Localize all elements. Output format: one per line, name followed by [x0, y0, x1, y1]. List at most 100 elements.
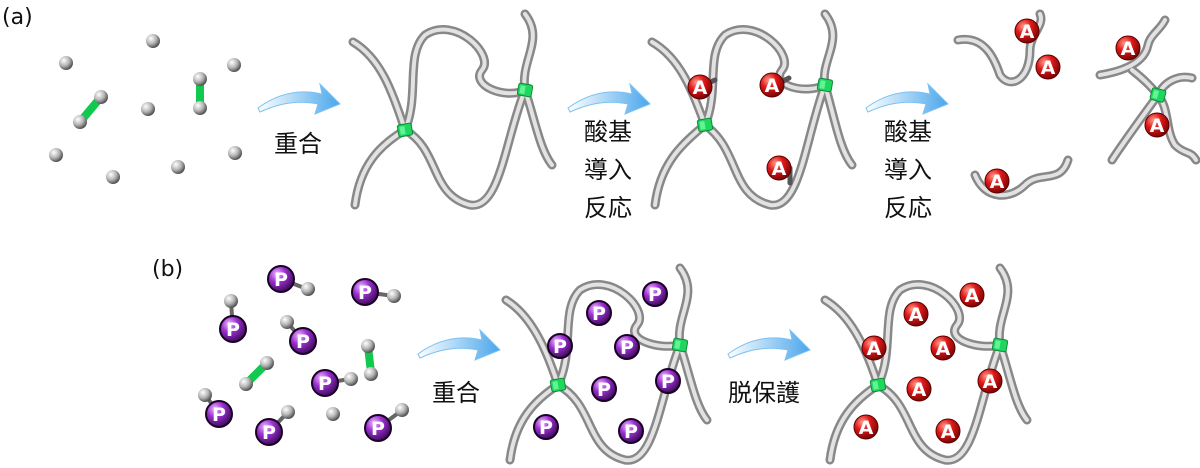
acid-group: A: [959, 282, 985, 308]
svg-text:P: P: [553, 336, 567, 358]
protected-monomer-group: P P P P P P P P: [198, 265, 409, 446]
protected-monomer: P: [351, 278, 401, 306]
polymer-network-a1: [348, 9, 557, 210]
crosslink-point: [671, 337, 689, 353]
svg-text:反応: 反応: [584, 194, 632, 222]
acid-group: A: [759, 72, 785, 98]
reaction-arrow-icon: [865, 82, 949, 115]
svg-text:A: A: [965, 285, 980, 307]
step-label-polymerization: 重合: [274, 130, 322, 158]
polymer-network-b1: [501, 263, 712, 465]
svg-text:P: P: [212, 404, 226, 426]
crosslink-point: [696, 117, 714, 133]
protected-monomer: P: [255, 405, 295, 446]
protected-monomer: P: [280, 315, 317, 355]
step-label-acid-introduction-2: 酸基 導入 反応: [884, 118, 932, 222]
protected-group: P: [614, 334, 640, 360]
crosslinker-monomer: [239, 356, 274, 391]
acid-group: A: [1014, 18, 1040, 44]
svg-text:A: A: [859, 417, 874, 439]
svg-text:P: P: [661, 371, 675, 393]
svg-text:A: A: [1121, 38, 1136, 60]
svg-text:A: A: [912, 379, 927, 401]
monomer: [326, 407, 340, 421]
protected-monomer: P: [311, 369, 358, 397]
protected-group: P: [642, 281, 668, 307]
svg-text:P: P: [358, 282, 372, 304]
crosslinker-monomer: [361, 339, 378, 381]
svg-text:導入: 導入: [584, 156, 632, 184]
protected-monomer: P: [267, 265, 315, 296]
monomer: [106, 170, 120, 184]
svg-text:P: P: [274, 269, 288, 291]
svg-text:A: A: [867, 338, 882, 360]
crosslink-point: [816, 77, 834, 93]
monomer: [141, 102, 155, 116]
svg-text:A: A: [1150, 115, 1165, 137]
step-label-deprotection: 脱保護: [728, 379, 800, 407]
acid-group: A: [903, 301, 929, 327]
protected-monomer: P: [198, 388, 233, 428]
protected-group: P: [586, 300, 612, 326]
crosslink-point: [516, 82, 534, 98]
protected-group: P: [547, 333, 573, 359]
protected-group: P: [533, 414, 559, 440]
step-label-acid-introduction: 酸基 導入 反応: [584, 118, 632, 222]
svg-text:A: A: [990, 171, 1005, 193]
svg-text:A: A: [936, 338, 951, 360]
acid-group: A: [906, 376, 932, 402]
acid-group: A: [1035, 54, 1061, 80]
svg-text:A: A: [941, 421, 956, 443]
svg-text:A: A: [983, 371, 998, 393]
acid-group: A: [977, 368, 1003, 394]
reaction-arrow-icon: [417, 328, 501, 361]
crosslink-point: [396, 122, 414, 138]
monomer: [49, 148, 63, 162]
svg-text:P: P: [624, 421, 638, 443]
svg-text:A: A: [693, 77, 708, 99]
svg-text:P: P: [648, 284, 662, 306]
acid-group: A: [853, 414, 879, 440]
svg-text:A: A: [1041, 57, 1056, 79]
acid-group: A: [930, 335, 956, 361]
crosslink-point: [869, 377, 887, 393]
panel-a-label: (a): [2, 5, 33, 30]
svg-text:P: P: [226, 319, 240, 341]
acid-group: A: [861, 335, 887, 361]
acid-group: A: [1144, 112, 1170, 138]
svg-text:P: P: [296, 331, 310, 353]
acid-group: A: [766, 155, 792, 181]
monomer: [228, 146, 242, 160]
acid-group: A: [687, 74, 713, 100]
svg-text:P: P: [262, 422, 276, 444]
svg-text:P: P: [597, 379, 611, 401]
monomer: [227, 58, 241, 72]
svg-text:A: A: [765, 75, 780, 97]
reaction-arrow-icon: [567, 82, 651, 115]
monomer: [146, 34, 160, 48]
svg-text:反応: 反応: [884, 194, 932, 222]
polymer-network-b2: [820, 263, 1032, 465]
crosslinker-monomer: [193, 72, 207, 115]
reaction-arrow-icon: [257, 82, 341, 115]
reaction-arrow-icon: [727, 328, 811, 361]
svg-text:P: P: [371, 418, 385, 440]
panel-b-label: (b): [152, 257, 183, 282]
svg-text:A: A: [772, 158, 787, 180]
svg-text:導入: 導入: [884, 156, 932, 184]
protected-monomer: P: [219, 294, 247, 343]
svg-text:P: P: [318, 373, 332, 395]
crosslinker-monomer: [73, 90, 108, 129]
acid-group: A: [935, 418, 961, 444]
monomer: [171, 160, 185, 174]
monomer-group-a: [49, 34, 242, 184]
svg-text:A: A: [909, 304, 924, 326]
protected-group: P: [655, 368, 681, 394]
polymer-fragments-a3: [953, 9, 1200, 200]
svg-text:P: P: [592, 303, 606, 325]
acid-group: A: [984, 168, 1010, 194]
step-label-polymerization-b: 重合: [432, 379, 480, 407]
protected-monomer: P: [364, 403, 409, 442]
protected-group: P: [591, 376, 617, 402]
